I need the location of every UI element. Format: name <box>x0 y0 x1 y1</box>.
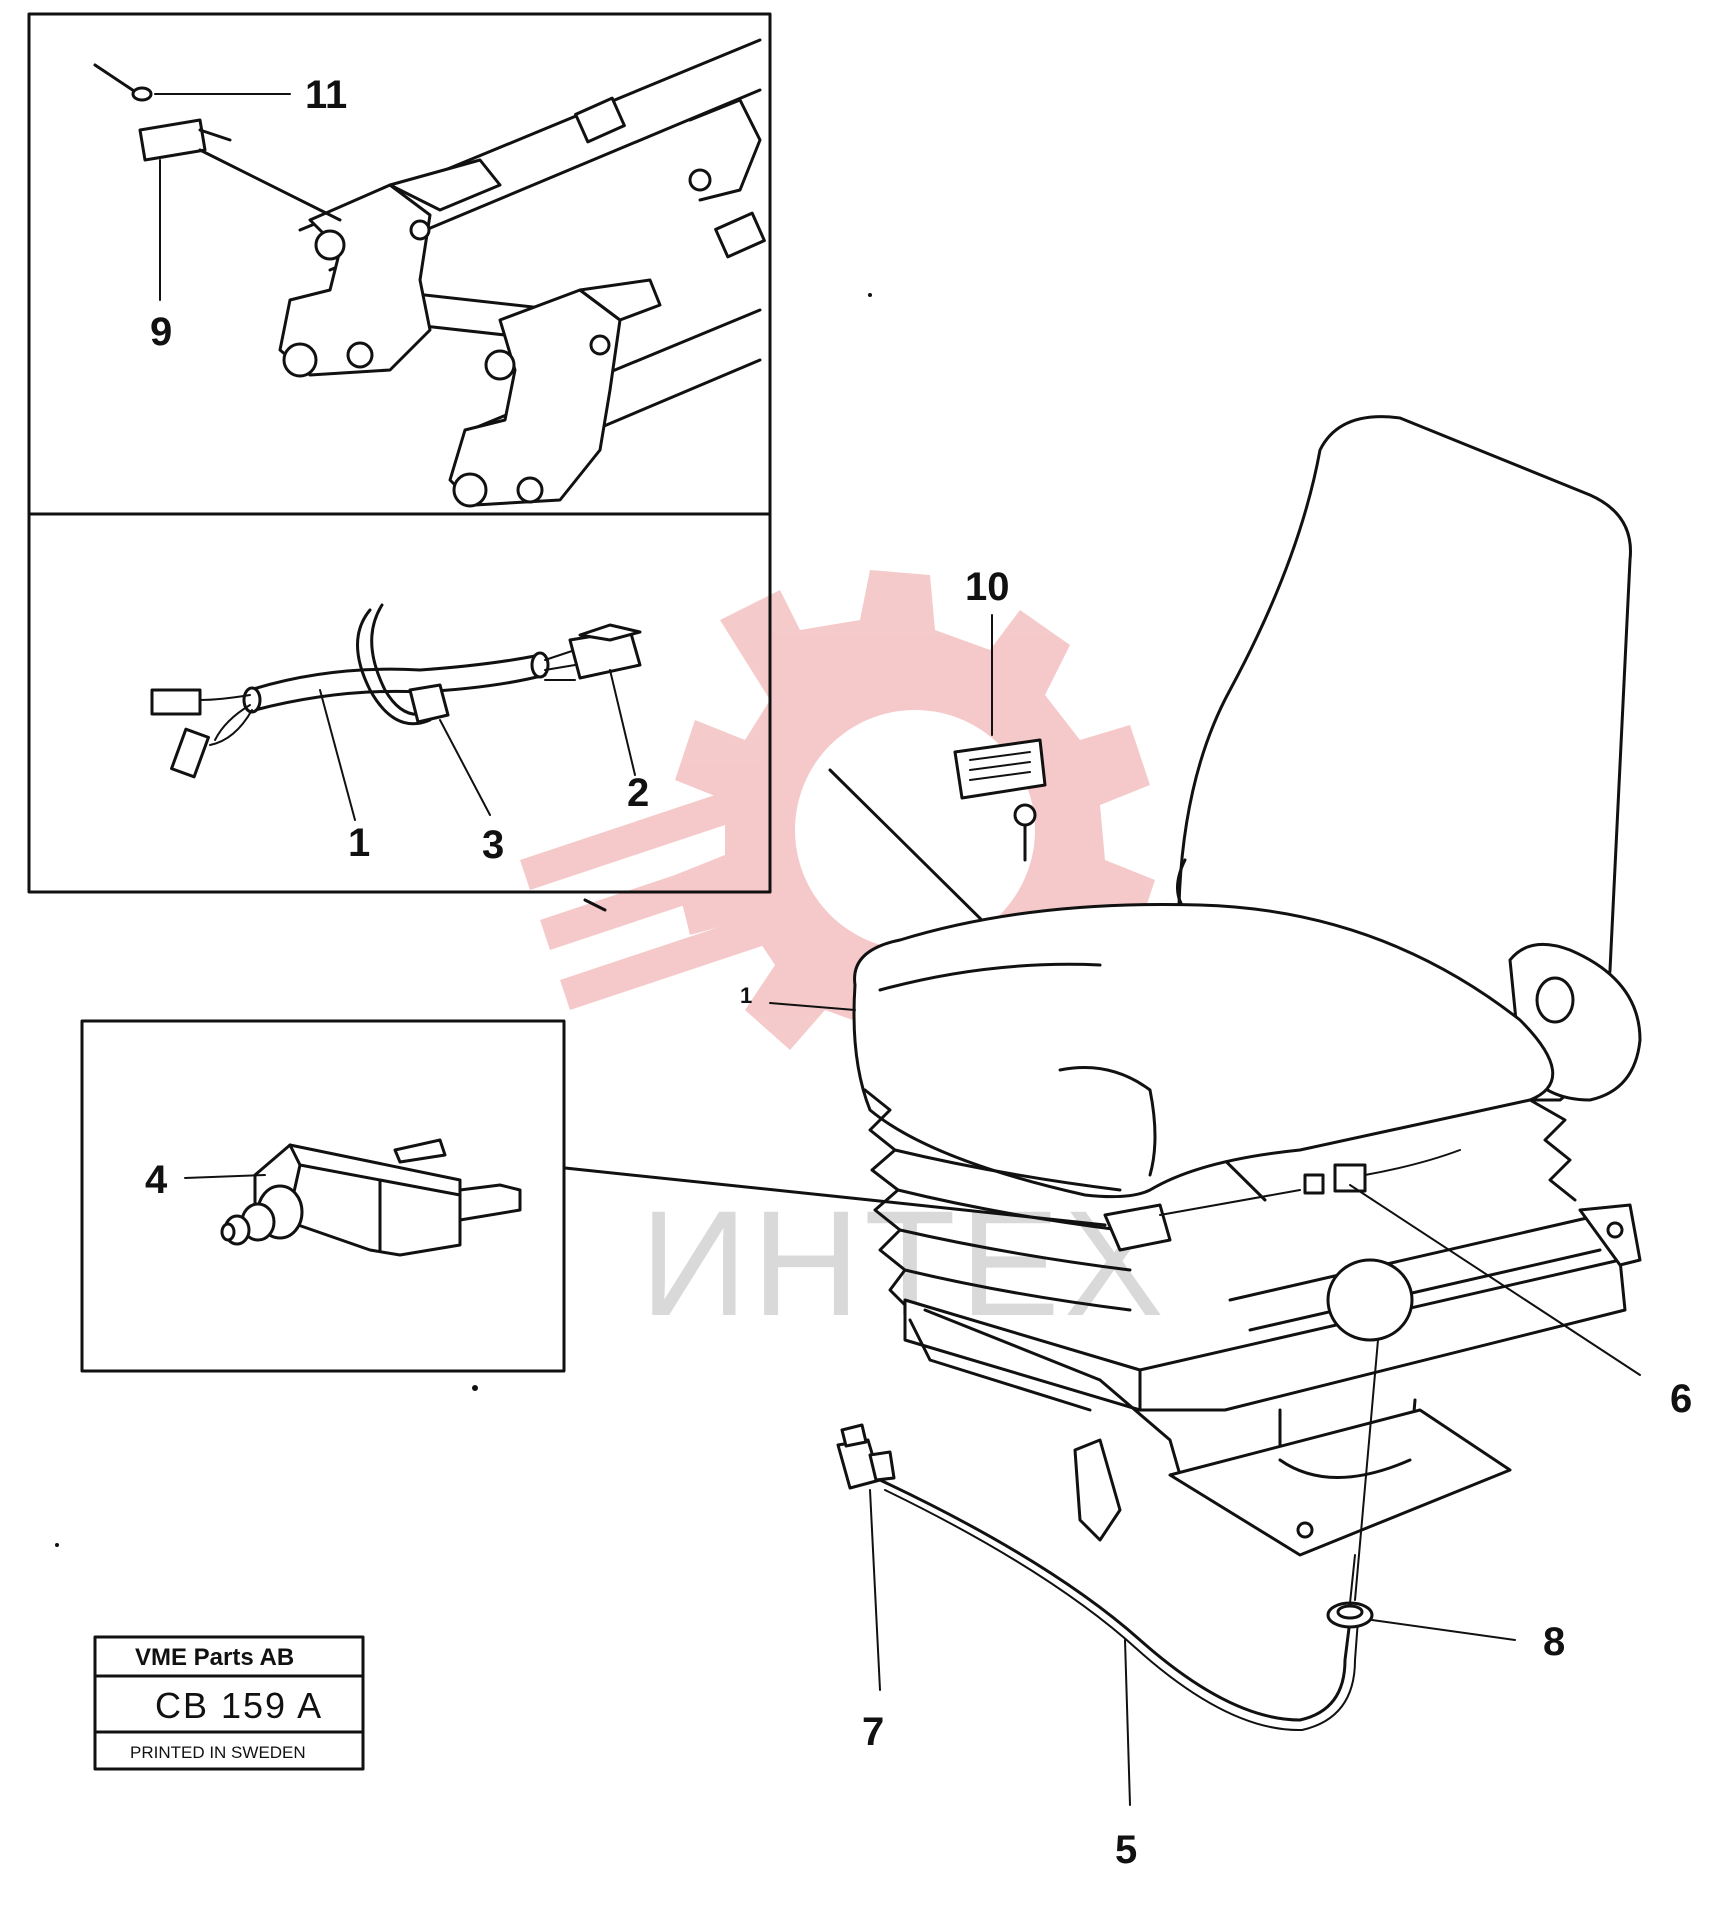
callout-4: 4 <box>145 1158 168 1202</box>
callout-1-seat: 1 <box>740 983 752 1008</box>
speck <box>472 1385 478 1391</box>
callout-1: 1 <box>348 821 370 865</box>
watermark: ИНТЕХ <box>520 570 1164 1347</box>
speck <box>55 1543 59 1547</box>
seat-assembly <box>852 415 1642 1601</box>
title-block-printed: PRINTED IN SWEDEN <box>130 1743 306 1762</box>
title-block: VME Parts AB CB 159 A PRINTED IN SWEDEN <box>93 1635 365 1771</box>
title-block-company: VME Parts AB <box>135 1644 294 1671</box>
callout-7: 7 <box>862 1710 884 1754</box>
watermark-gear-logo <box>520 570 1155 1085</box>
callout-8: 8 <box>1543 1620 1565 1664</box>
title-block-code: CB 159 A <box>155 1685 323 1726</box>
inset-cable-harness: 1 3 2 <box>27 512 772 894</box>
callout-5: 5 <box>1115 1828 1137 1872</box>
cable-assembly: 7 5 8 <box>836 1423 1565 1872</box>
callout-2: 2 <box>627 771 649 815</box>
callout-3: 3 <box>482 823 504 867</box>
decal-plate: 10 <box>953 565 1047 862</box>
callout-9: 9 <box>150 310 172 354</box>
speck <box>868 293 872 297</box>
callout-11: 11 <box>305 73 347 117</box>
inset-circuit-breaker: 4 <box>80 1019 566 1373</box>
inset-lever-mechanism: 11 9 <box>27 12 772 516</box>
callout-10: 10 <box>965 565 1010 609</box>
callout-6: 6 <box>1670 1377 1692 1421</box>
